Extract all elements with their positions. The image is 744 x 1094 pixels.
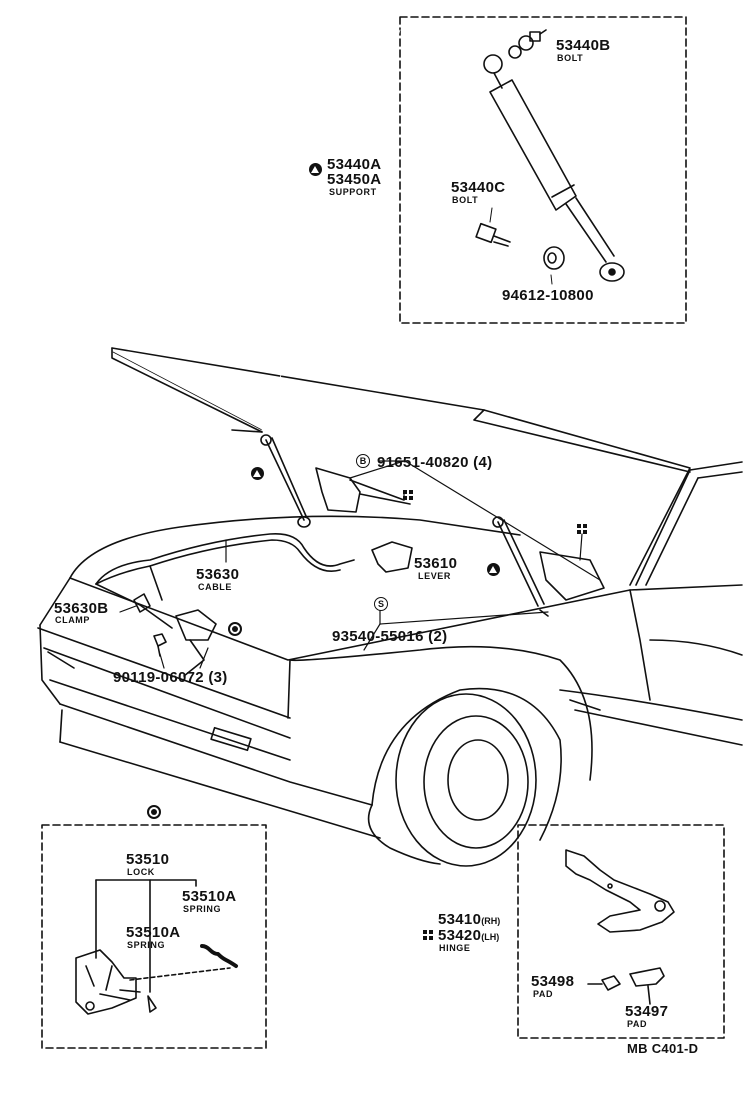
bolt-c-name: BOLT xyxy=(452,195,479,205)
lock-drawing xyxy=(75,879,238,1015)
screw-b-symbol: B xyxy=(356,454,370,468)
clamp-number: 53630B xyxy=(54,600,109,617)
diagram-code: MB C401-D xyxy=(627,1041,699,1056)
hinge-number-rh: 53410(RH) xyxy=(438,911,501,928)
lever-number: 53610 xyxy=(414,555,458,572)
hinge-name: HINGE xyxy=(439,943,471,953)
triangle-in-circle-icon xyxy=(251,467,264,480)
hinge-drawing xyxy=(565,849,675,1005)
bullseye-icon xyxy=(147,805,161,819)
pad-1-name: PAD xyxy=(533,989,554,999)
screw-s-symbol: S xyxy=(374,597,388,611)
lock-bolt-number: 90119-06072 (3) xyxy=(113,669,228,686)
four-squares-icon xyxy=(423,930,433,940)
lock-number: 53510 xyxy=(126,851,170,868)
support-inset-box xyxy=(399,16,687,324)
cable-number: 53630 xyxy=(196,566,240,583)
car-body-drawing xyxy=(37,347,743,867)
bolt-b-number: 53440B xyxy=(556,37,611,54)
bolt-c-drawing xyxy=(475,222,511,247)
support-strut-drawing xyxy=(483,54,625,282)
grommet-number: 94612-10800 xyxy=(502,287,594,304)
bolt-c-number: 53440C xyxy=(451,179,506,196)
lever-name: LEVER xyxy=(418,571,452,581)
spring-1-number: 53510A xyxy=(182,888,237,905)
hinge-inset-box xyxy=(517,824,725,1039)
triangle-in-circle-icon xyxy=(487,563,500,576)
triangle-in-circle-icon xyxy=(309,163,322,176)
spring-2-number: 53510A xyxy=(126,924,181,941)
four-squares-icon xyxy=(403,490,413,500)
bolt-b-drawing xyxy=(508,29,547,59)
screw-b-number: 91651-40820 (4) xyxy=(377,454,493,471)
hinge-number-lh: 53420(LH) xyxy=(438,927,500,944)
cable-name: CABLE xyxy=(198,582,232,592)
pad-2-name: PAD xyxy=(627,1019,648,1029)
lock-name: LOCK xyxy=(127,867,155,877)
clamp-name: CLAMP xyxy=(55,615,90,625)
support-number-a: 53440A xyxy=(327,156,382,173)
leader-lines xyxy=(112,29,601,669)
bolt-b-name: BOLT xyxy=(557,53,584,63)
spring-2-name: SPRING xyxy=(127,940,166,950)
grommet-drawing xyxy=(543,246,565,270)
pad-2-number: 53497 xyxy=(625,1003,669,1020)
support-name: SUPPORT xyxy=(329,187,377,197)
pad-1-number: 53498 xyxy=(531,973,575,990)
spring-1-name: SPRING xyxy=(183,904,222,914)
bullseye-icon xyxy=(228,622,242,636)
support-number-b: 53450A xyxy=(327,171,382,188)
lock-inset-box xyxy=(41,824,267,1049)
screw-s-number: 93540-55016 (2) xyxy=(332,628,448,645)
four-squares-icon xyxy=(577,524,587,534)
